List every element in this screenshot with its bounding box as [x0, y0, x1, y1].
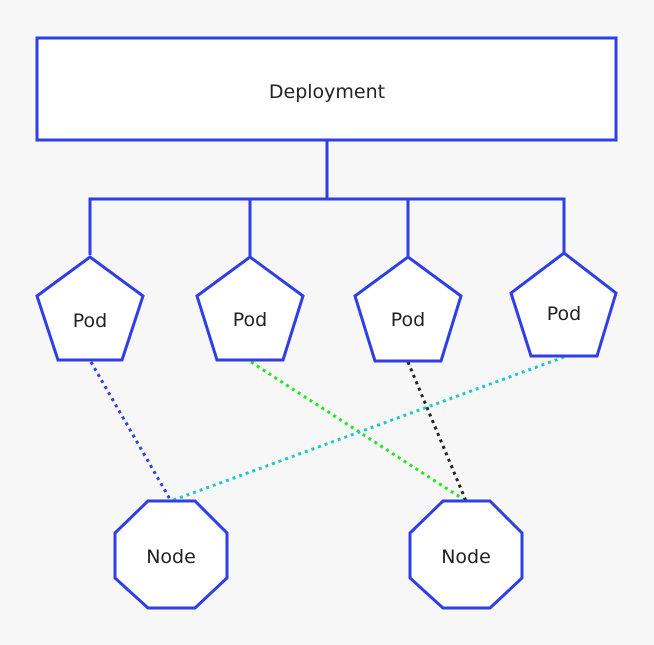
pod-branch-bar	[88, 197, 566, 255]
node-2-octagon	[408, 499, 524, 610]
pod-3: Pod	[353, 255, 463, 363]
deployment-rect	[35, 36, 618, 142]
pod-4-pentagon	[509, 251, 618, 358]
pod-2: Pod	[195, 255, 305, 362]
pod-node-connections	[89, 355, 565, 503]
pod-3-label: Pod	[391, 309, 425, 331]
pod-1-pentagon	[35, 255, 145, 362]
deployment-box: Deployment	[35, 36, 618, 142]
node-2-label: Node	[441, 546, 491, 568]
node-1-octagon	[113, 499, 229, 610]
tree-connectors	[88, 140, 566, 256]
pod-3-pentagon	[353, 255, 463, 363]
node-1: Node	[113, 499, 229, 610]
pod-1-label: Pod	[73, 310, 107, 332]
node-2: Node	[408, 499, 524, 610]
pod-4: Pod	[509, 251, 618, 358]
pod-1: Pod	[35, 255, 145, 362]
pod-3-node-2-link	[406, 361, 468, 502]
pod-2-label: Pod	[233, 309, 267, 331]
pod-1-node-1-link	[89, 361, 173, 502]
deployment-label: Deployment	[269, 81, 385, 103]
pod-4-label: Pod	[547, 303, 581, 325]
node-1-label: Node	[146, 546, 196, 568]
pod-2-pentagon	[195, 255, 305, 362]
pod-4-node-1-link	[170, 355, 565, 503]
